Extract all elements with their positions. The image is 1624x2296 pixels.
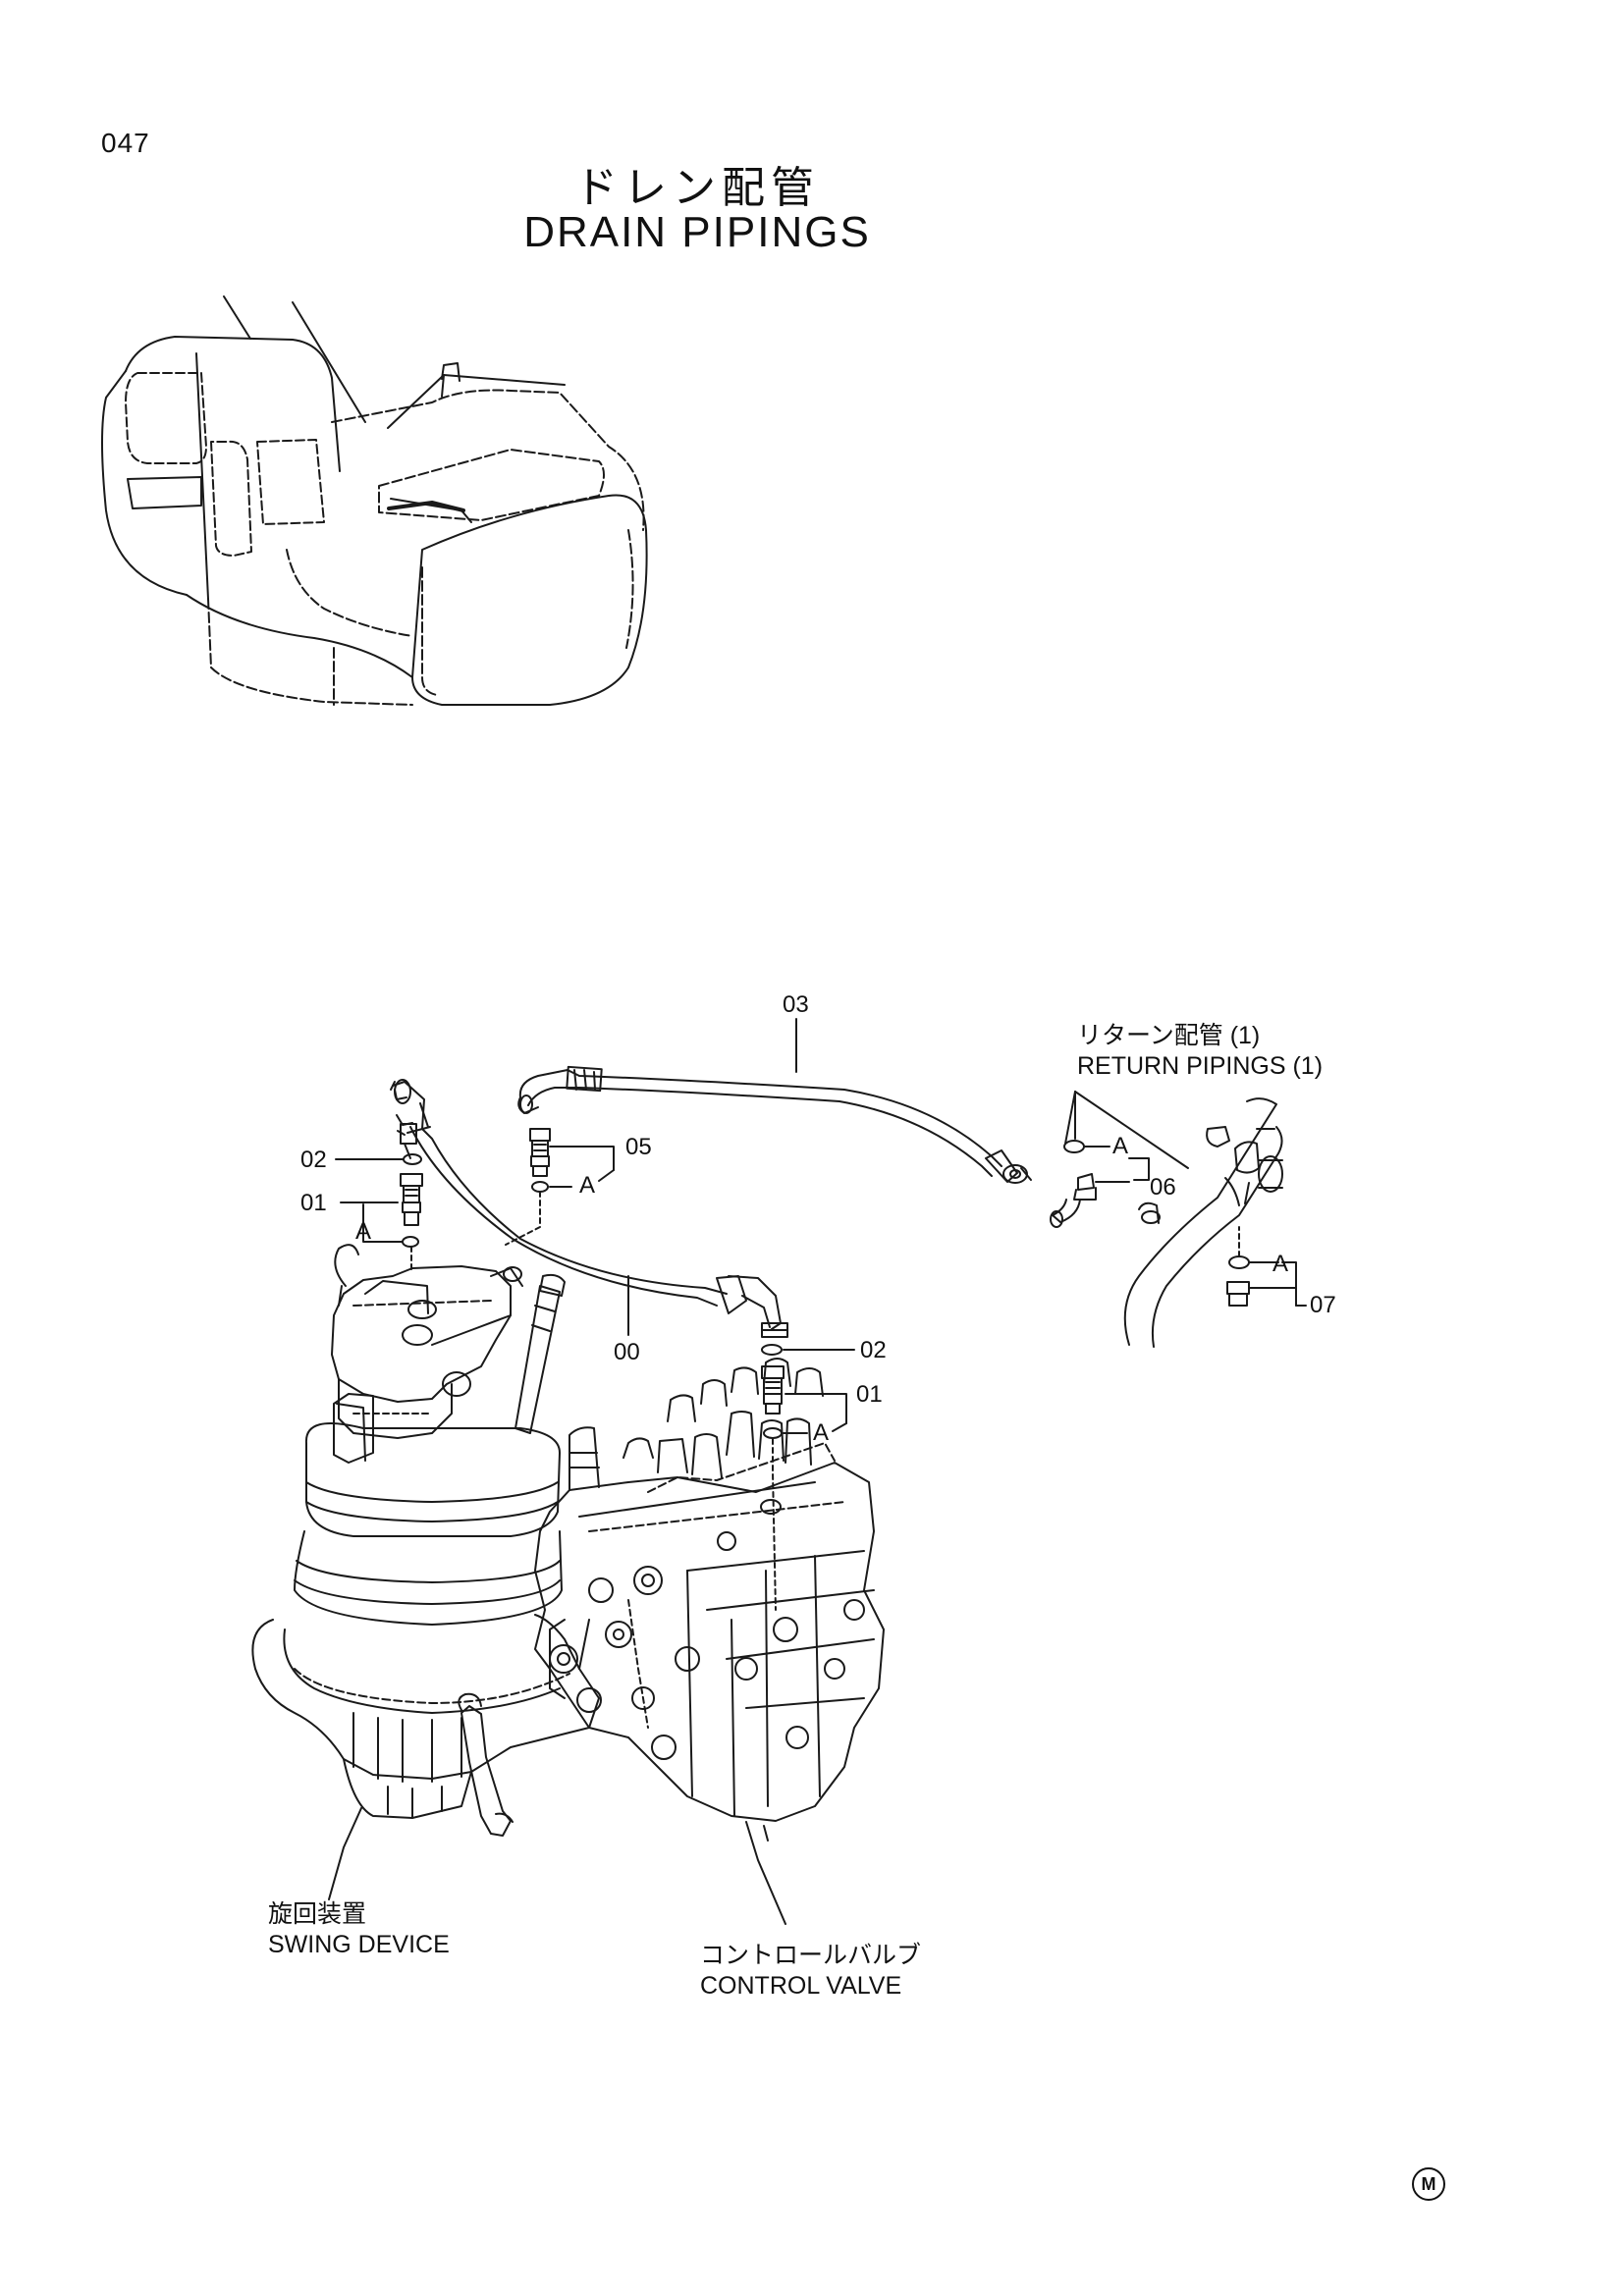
- return-pipings-label-jp: リターン配管 (1): [1077, 1022, 1261, 1049]
- callout-02-right: 02: [860, 1337, 887, 1363]
- excavator-overview-illustration: [101, 295, 648, 706]
- page-number: 047: [101, 128, 150, 158]
- fitting-group-return: [1050, 1091, 1307, 1307]
- control-valve-label-jp: コントロールバルブ: [700, 1942, 922, 1969]
- page-title-jp: ドレン配管: [574, 163, 820, 213]
- callout-a-return-top: A: [1112, 1133, 1129, 1159]
- hose-00: [390, 1079, 788, 1338]
- footer-m-mark: M: [1412, 2167, 1445, 2201]
- control-valve-label-en: CONTROL VALVE: [700, 1972, 902, 2001]
- return-pipings-label: リターン配管 (1) RETURN PIPINGS (1): [1077, 1021, 1323, 1083]
- callout-05: 05: [625, 1134, 652, 1160]
- callout-03: 03: [783, 991, 809, 1018]
- control-valve-illustration: [534, 1358, 885, 1925]
- callout-00: 00: [614, 1339, 640, 1365]
- callout-06: 06: [1150, 1174, 1176, 1201]
- callout-02-left: 02: [300, 1147, 327, 1173]
- hose-03: [517, 1018, 1032, 1184]
- control-valve-label: コントロールバルブ CONTROL VALVE: [700, 1941, 921, 2002]
- return-pipe-illustration: [1123, 1097, 1283, 1348]
- fitting-group-middle: [505, 1128, 615, 1246]
- fitting-group-left: [335, 1153, 423, 1273]
- swing-device-illustration: [251, 1244, 600, 1900]
- swing-device-label-en: SWING DEVICE: [268, 1931, 450, 1959]
- callout-a-left: A: [355, 1218, 372, 1245]
- callout-07: 07: [1310, 1292, 1336, 1318]
- callout-a-middle: A: [579, 1172, 596, 1199]
- swing-device-label-jp: 旋回装置: [268, 1900, 367, 1928]
- callout-a-return-bottom: A: [1272, 1251, 1289, 1277]
- callout-01-left: 01: [300, 1190, 327, 1216]
- fitting-group-valve: [761, 1344, 855, 1611]
- page-title-en: DRAIN PIPINGS: [523, 208, 871, 256]
- return-pipings-label-en: RETURN PIPINGS (1): [1077, 1052, 1324, 1081]
- callout-01-right: 01: [856, 1381, 883, 1408]
- swing-device-label: 旋回装置 SWING DEVICE: [268, 1899, 450, 1961]
- callout-a-valve: A: [813, 1419, 830, 1446]
